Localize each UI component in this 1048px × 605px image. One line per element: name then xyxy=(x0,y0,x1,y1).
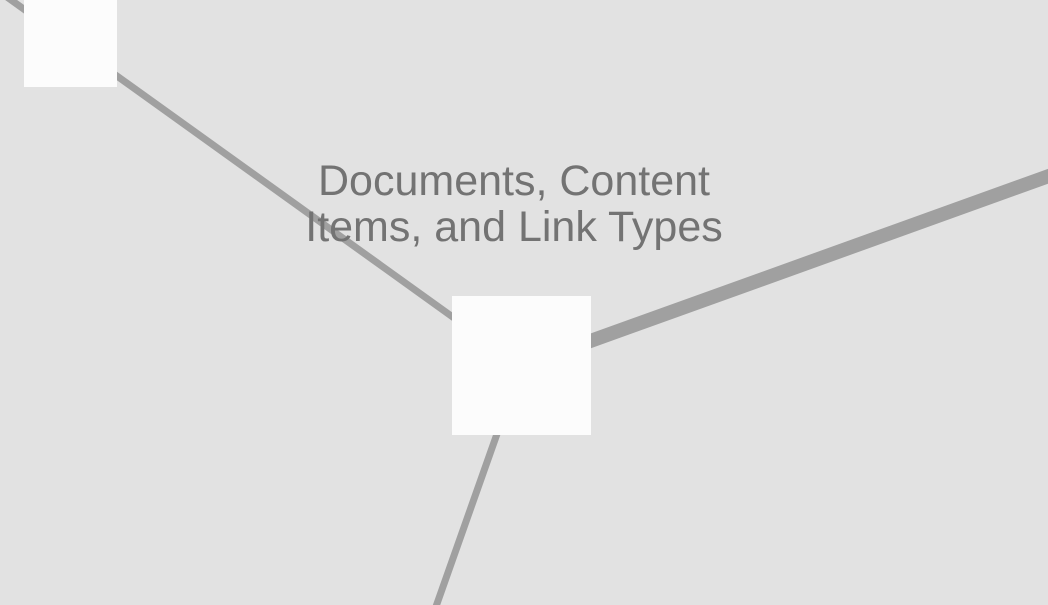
graph-node-top-left[interactable] xyxy=(24,0,117,87)
focused-node-label-line-2: Items, and Link Types xyxy=(305,203,723,251)
edge-center-to-right xyxy=(518,168,1048,373)
focused-node-label-line-1: Documents, Content xyxy=(318,157,710,205)
graph-node-focused[interactable] xyxy=(452,296,591,435)
focused-node-label: Documents, Content Items, and Link Types xyxy=(244,158,784,250)
